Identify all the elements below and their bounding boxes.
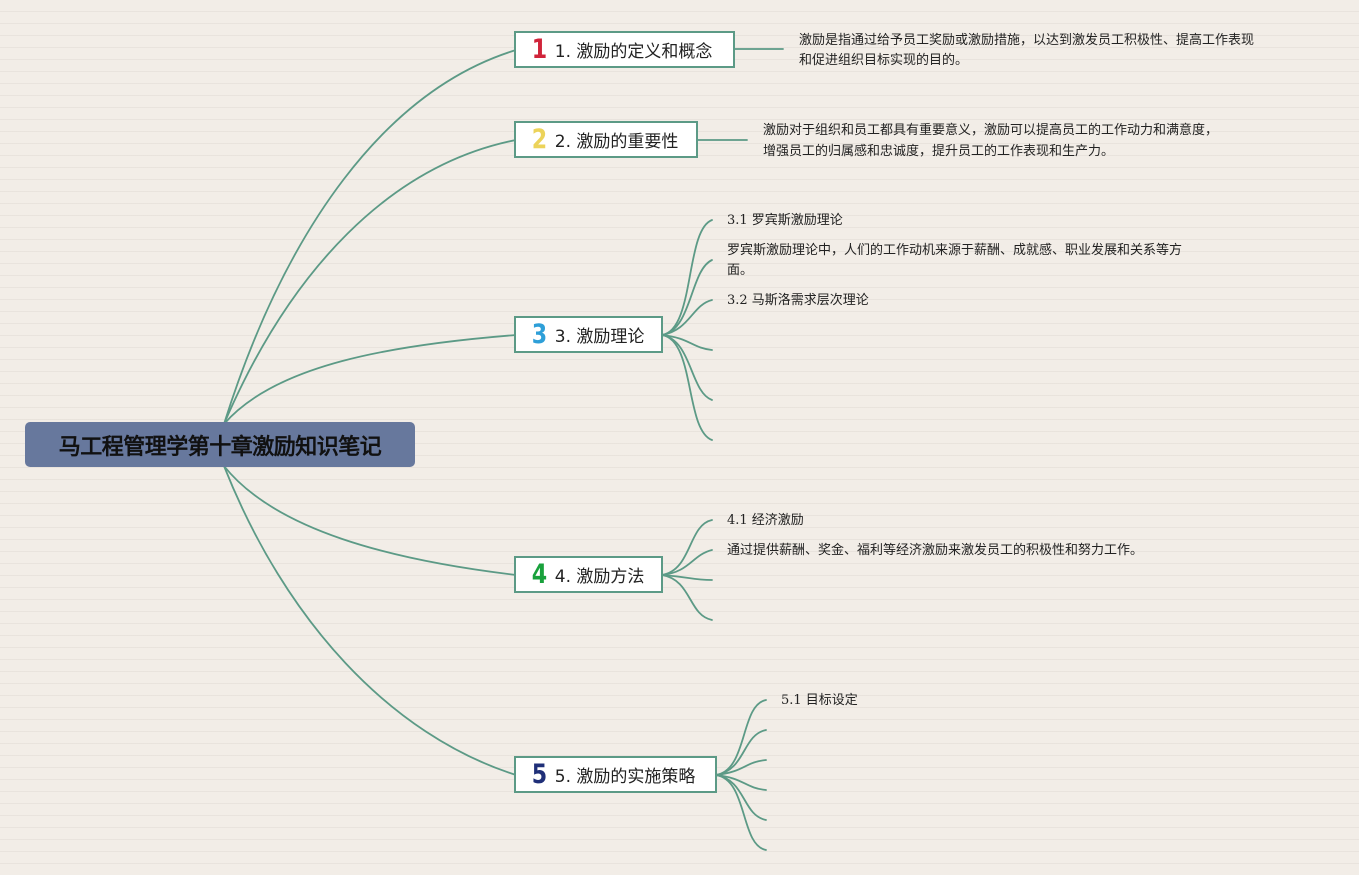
importance-note-line-1[interactable]: 激励对于组织和员工都具有重要意义，激励可以提高员工的工作动力和满意度， (763, 123, 1219, 138)
branch-strategy[interactable]: 5 5. 激励的实施策略 (514, 756, 717, 793)
link-b5-child-3 (715, 759, 767, 776)
link-b3-child-3 (661, 299, 713, 336)
link-b4-child-2 (661, 549, 713, 576)
link-root-branch-2 (223, 139, 517, 425)
theory-robbins-text-line-2[interactable]: 面。 (727, 263, 754, 278)
methods-economic-text[interactable]: 通过提供薪酬、奖金、福利等经济激励来激发员工的积极性和努力工作。 (727, 543, 1144, 558)
link-b5-child-2 (715, 729, 767, 776)
number-five-icon: 5 (531, 759, 548, 790)
number-two-icon: 2 (531, 124, 548, 155)
branch-methods[interactable]: 4 4. 激励方法 (514, 556, 663, 593)
link-b5-child-1 (715, 699, 767, 776)
branch-definition[interactable]: 1 1. 激励的定义和概念 (514, 31, 735, 68)
link-root-branch-3 (223, 334, 517, 425)
branch-theory[interactable]: 3 3. 激励理论 (514, 316, 663, 353)
link-b4-child-4 (661, 574, 713, 621)
link-b4-child-3 (661, 574, 713, 581)
strategy-goal-setting-title[interactable]: 5.1 目标设定 (781, 693, 858, 708)
number-one-icon: 1 (531, 34, 548, 65)
link-b3-child-1 (661, 219, 713, 336)
theory-maslow-title[interactable]: 3.2 马斯洛需求层次理论 (727, 293, 869, 308)
branch-theory-label: 3. 激励理论 (554, 327, 645, 347)
number-four-icon: 4 (531, 559, 548, 590)
definition-note-line-2[interactable]: 和促进组织目标实现的目的。 (799, 53, 969, 68)
link-b5-child-6 (715, 774, 767, 851)
link-b3-child-5 (661, 334, 713, 401)
branch-importance-label: 2. 激励的重要性 (554, 132, 679, 152)
branch-methods-label: 4. 激励方法 (554, 567, 645, 587)
link-root-branch-5 (223, 465, 517, 776)
link-b4-child-1 (661, 519, 713, 576)
root-topic-label: 马工程管理学第十章激励知识笔记 (58, 434, 382, 460)
link-b3-child-2 (661, 259, 713, 336)
link-root-branch-1 (223, 49, 517, 425)
root-topic[interactable]: 马工程管理学第十章激励知识笔记 (25, 422, 415, 467)
link-b3-child-6 (661, 334, 713, 441)
definition-note-line-1[interactable]: 激励是指通过给予员工奖励或激励措施，以达到激发员工积极性、提高工作表现 (799, 33, 1255, 48)
branch-importance[interactable]: 2 2. 激励的重要性 (514, 121, 698, 158)
methods-economic-title[interactable]: 4.1 经济激励 (727, 513, 804, 528)
link-root-branch-4 (223, 465, 517, 576)
branch-definition-label: 1. 激励的定义和概念 (554, 42, 713, 62)
theory-robbins-text-line-1[interactable]: 罗宾斯激励理论中，人们的工作动机来源于薪酬、成就感、职业发展和关系等方 (727, 243, 1183, 258)
importance-note-line-2[interactable]: 增强员工的归属感和忠诚度，提升员工的工作表现和生产力。 (763, 144, 1115, 159)
branch-strategy-label: 5. 激励的实施策略 (554, 767, 696, 787)
number-three-icon: 3 (531, 319, 548, 350)
theory-robbins-title[interactable]: 3.1 罗宾斯激励理论 (727, 213, 843, 228)
